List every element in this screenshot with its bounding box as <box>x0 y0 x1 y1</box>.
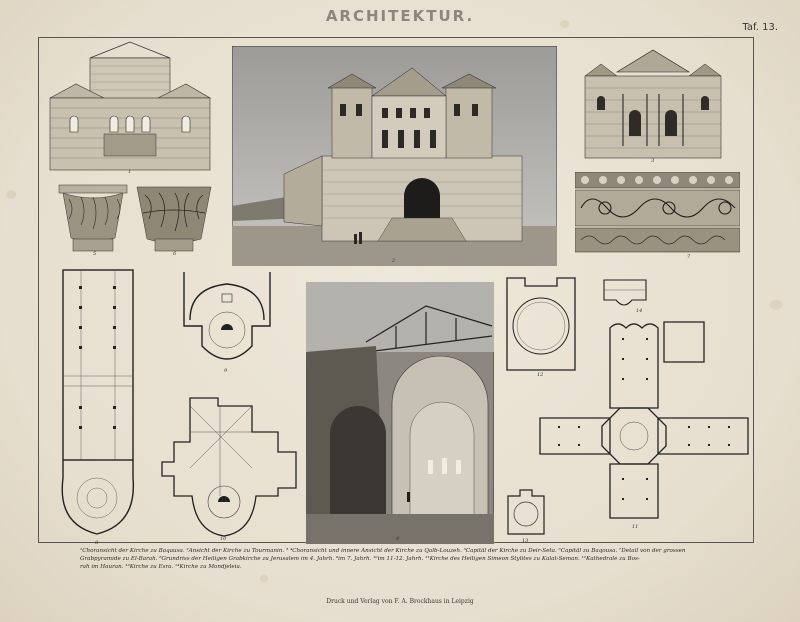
figure-number: 8 <box>95 540 98 546</box>
figure-number: 2 <box>391 258 395 264</box>
figure-7-frieze-detail: 7 <box>575 172 740 260</box>
publisher-imprint: Druck und Verlag von F. A. Brockhaus in … <box>326 598 474 605</box>
figure-number: 7 <box>687 254 691 260</box>
plate-title: ARCHITEKTUR. <box>325 7 475 25</box>
figure-number: 4 <box>395 536 399 542</box>
figure-12-floor-plan: 12 <box>503 274 579 378</box>
figure-4-interior-view: 4 <box>306 282 494 544</box>
figure-8-floor-plan: 8 <box>55 266 140 546</box>
plate-number: Taf. 13. <box>742 22 778 33</box>
caption-line: ¹Choransicht der Kirche zu Baqausa. ²Ans… <box>80 548 686 554</box>
caption-line: rah im Hauran. ¹³Kirche zu Esra. ¹⁴Kirch… <box>80 564 242 570</box>
figure-11-floor-plan: 11 <box>538 318 750 533</box>
figure-number: 9 <box>224 368 228 374</box>
foxing-stain <box>6 190 16 199</box>
figure-number: 10 <box>220 536 227 542</box>
foxing-stain <box>560 20 569 28</box>
caption-line: Grabpyramide zu El-Barah. ⁸Grundriss der… <box>80 556 640 562</box>
figure-10-floor-plan: 10 <box>160 392 300 542</box>
figure-number: 11 <box>632 524 638 530</box>
figure-number: 3 <box>651 158 654 164</box>
figure-number: 13 <box>522 538 528 544</box>
figure-6-capital: 6 <box>135 183 213 256</box>
foxing-stain <box>770 300 782 310</box>
figure-number: 5 <box>93 251 96 256</box>
figure-number: 1 <box>128 169 131 175</box>
figure-number: 14 <box>636 308 642 314</box>
figure-5-capital: 5 <box>55 183 133 256</box>
figure-14-floor-plan: 14 <box>602 276 652 316</box>
figure-9-floor-plan: 9 <box>180 268 275 376</box>
figure-2-church-view: 2 <box>232 46 557 266</box>
figure-number: 12 <box>537 372 543 378</box>
figure-13-floor-plan: 13 <box>504 488 548 544</box>
figure-number: 6 <box>173 251 177 256</box>
figure-3-choir-view: 3 <box>583 46 723 164</box>
foxing-stain <box>260 575 268 582</box>
figure-1-church-facade: 1 <box>48 40 213 175</box>
